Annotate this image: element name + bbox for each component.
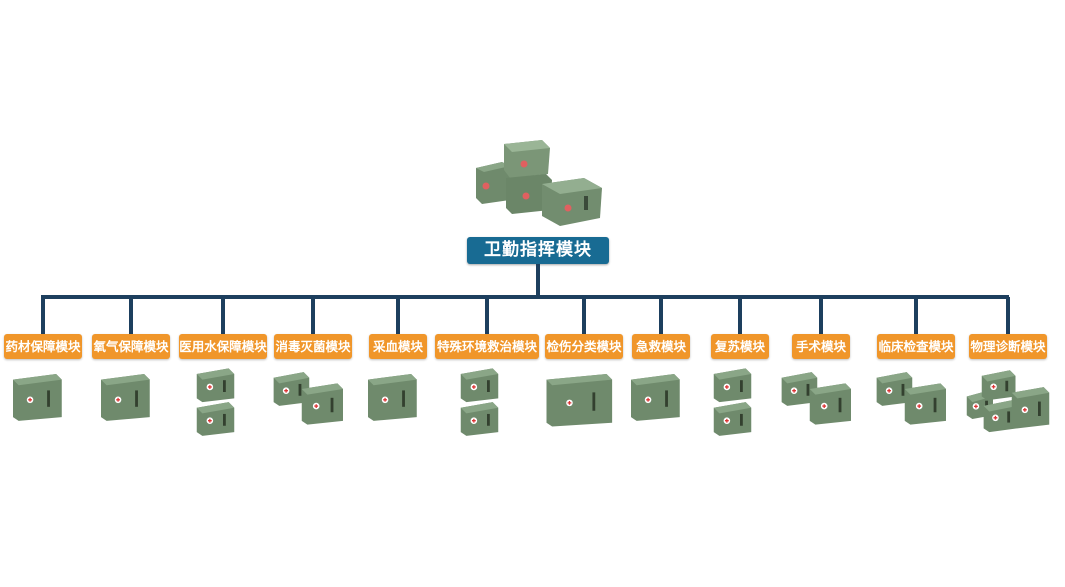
two-cases-icon	[273, 372, 343, 425]
module-label: 氧气保障模块	[92, 334, 170, 359]
module-label: 消毒灭菌模块	[274, 334, 352, 359]
root-case-mid	[506, 174, 552, 214]
branch-line	[311, 297, 315, 335]
horizontal-bus-line	[41, 295, 1009, 299]
branch-line	[129, 297, 133, 335]
root-node-label: 卫勤指挥模块	[467, 237, 609, 264]
stacked-cases-icon	[460, 368, 499, 436]
root-case-top	[504, 140, 550, 178]
two-cases-icon	[876, 372, 946, 425]
stacked-cases-icon	[713, 368, 752, 436]
cases-cluster-icon	[966, 370, 1050, 433]
branch-line	[914, 297, 918, 335]
wide-case-icon	[546, 374, 613, 427]
root-trunk-line	[536, 264, 540, 298]
medical-case-icon	[101, 374, 150, 421]
medical-case-icon	[368, 374, 417, 421]
branch-line	[1006, 297, 1010, 335]
branch-line	[41, 297, 45, 335]
module-label: 采血模块	[369, 334, 427, 359]
stacked-cases-icon	[196, 368, 235, 436]
root-cases-image	[476, 140, 602, 226]
module-label: 临床检查模块	[877, 334, 955, 359]
module-label: 药材保障模块	[4, 334, 82, 359]
module-label: 特殊环境救治模块	[435, 334, 539, 359]
branch-line	[582, 297, 586, 335]
branch-line	[738, 297, 742, 335]
branch-line	[819, 297, 823, 335]
branch-line	[221, 297, 225, 335]
module-label: 复苏模块	[711, 334, 769, 359]
two-cases-icon	[781, 372, 851, 425]
module-label: 检伤分类模块	[545, 334, 623, 359]
module-label: 医用水保障模块	[179, 334, 267, 359]
root-case-left	[476, 162, 510, 204]
medical-case-icon	[631, 374, 680, 421]
branch-line	[396, 297, 400, 335]
module-label: 物理诊断模块	[969, 334, 1047, 359]
module-label: 手术模块	[792, 334, 850, 359]
module-label: 急救模块	[632, 334, 690, 359]
medical-case-icon	[13, 374, 62, 421]
branch-line	[485, 297, 489, 335]
branch-line	[659, 297, 663, 335]
root-case-right	[542, 178, 602, 226]
